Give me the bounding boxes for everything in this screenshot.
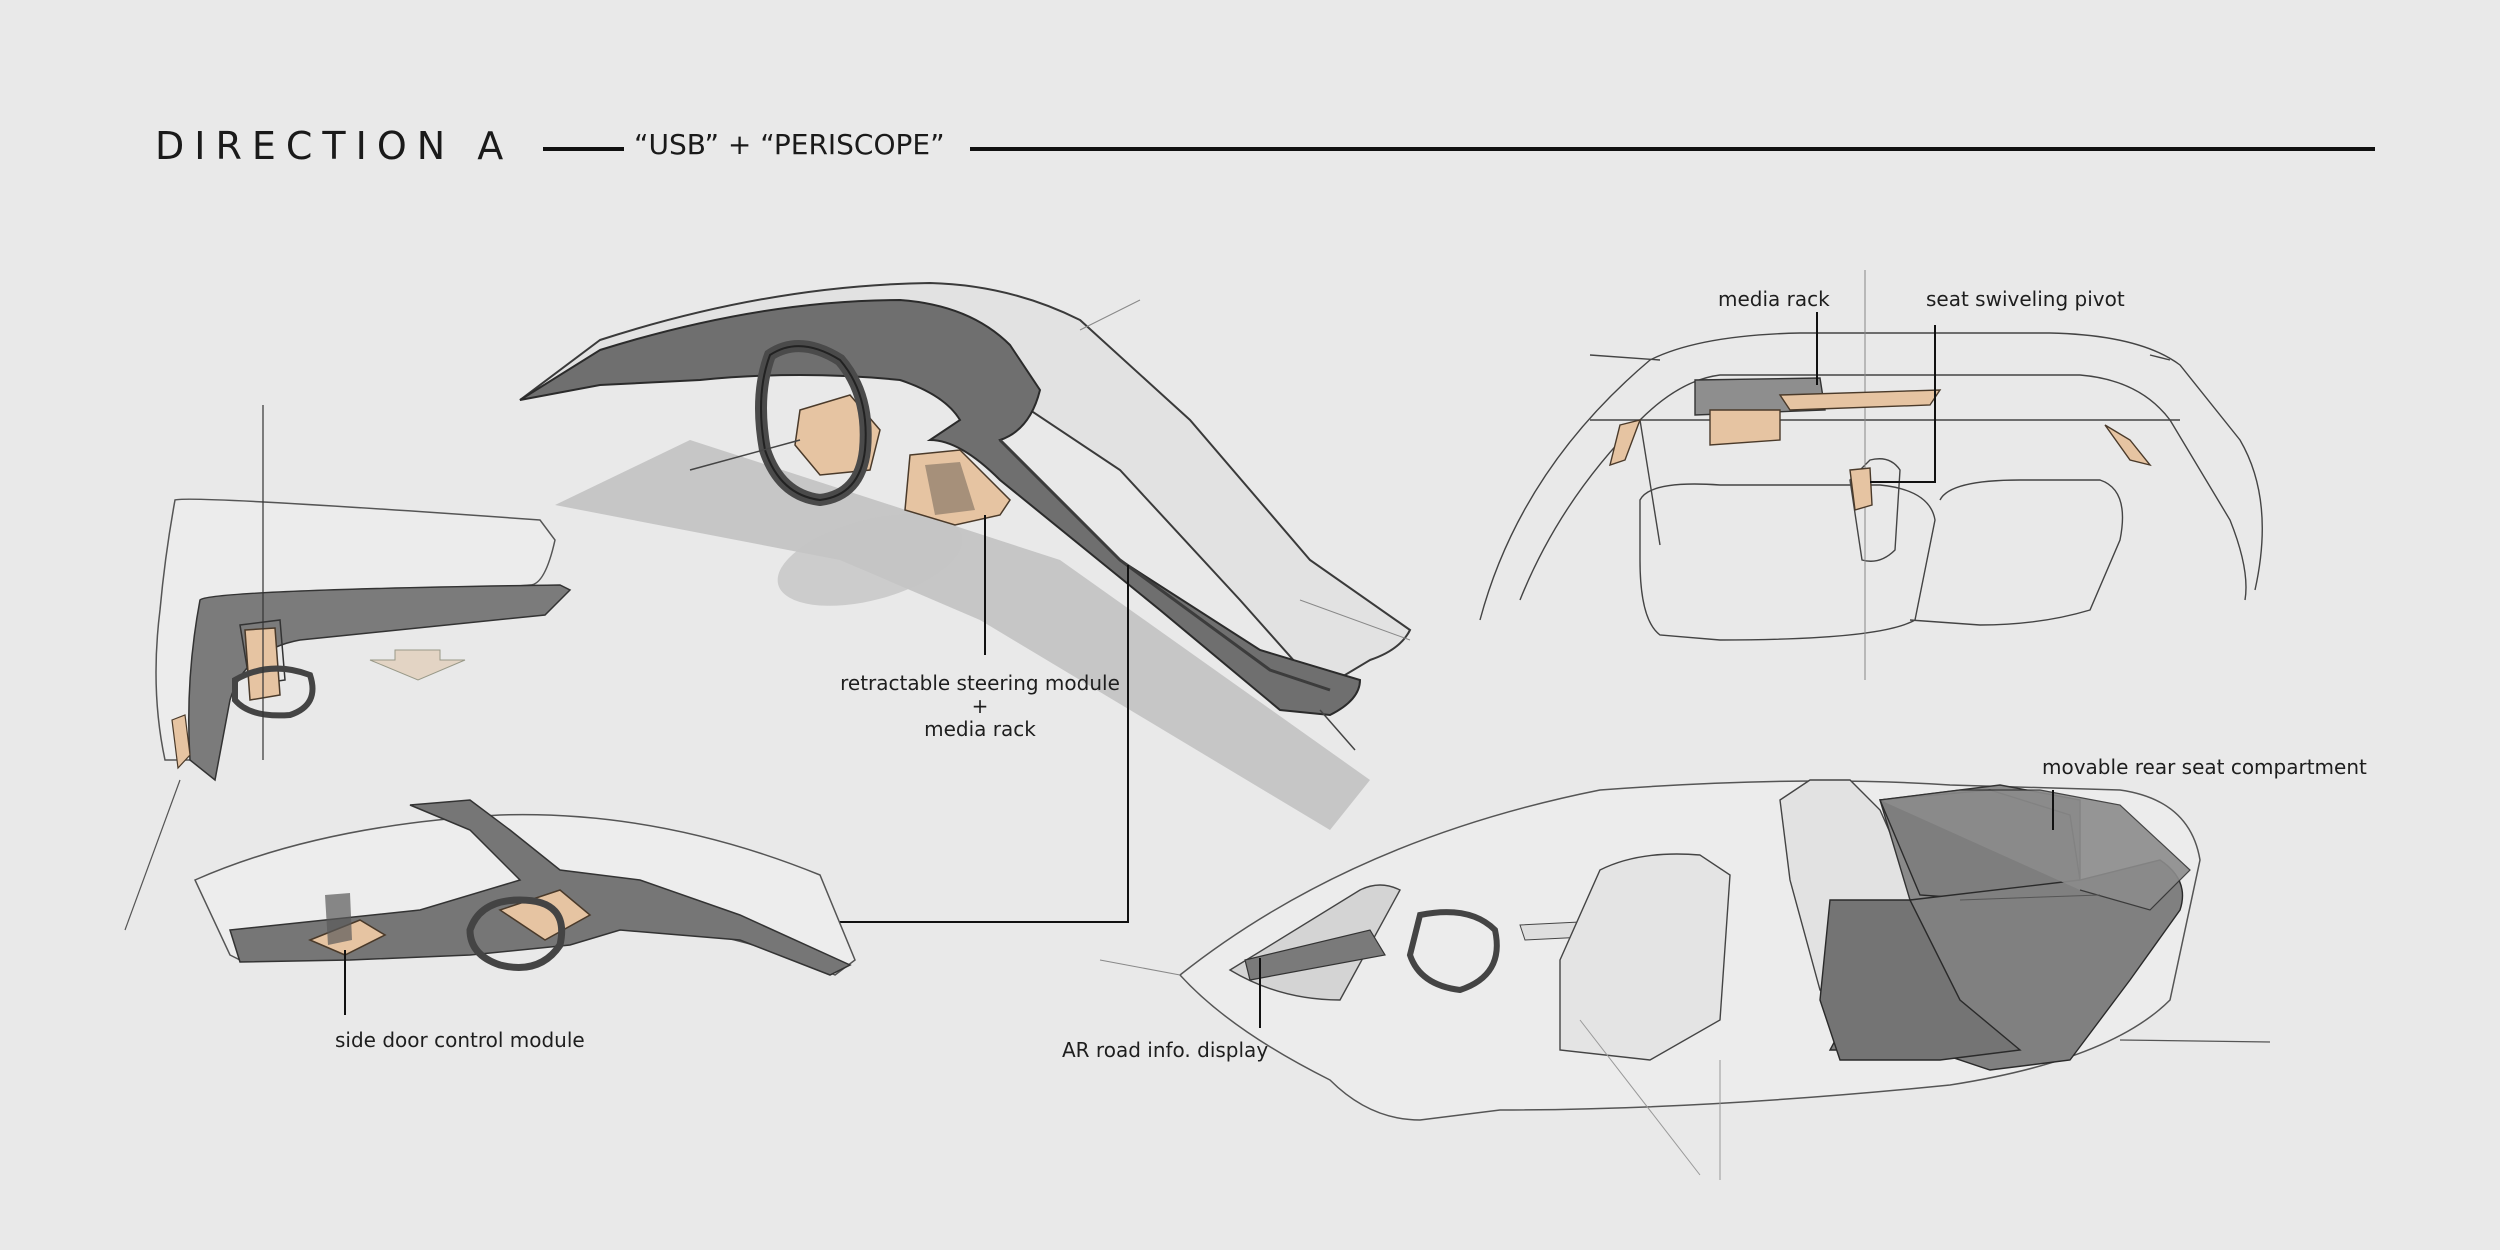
perspective-interior-sketch	[1099, 779, 2271, 1180]
callout-steering-line2: media rack	[924, 717, 1036, 741]
callout-movable-rear-seat: movable rear seat compartment	[2042, 755, 2367, 779]
callout-steering-module: retractable steering module + media rack	[830, 672, 1130, 741]
top-view-interior-sketch	[1479, 270, 2263, 680]
dashboard-sketch	[193, 799, 856, 1015]
callout-seat-swiveling-pivot: seat swiveling pivot	[1926, 287, 2125, 311]
callout-media-rack-top: media rack	[1718, 287, 1830, 311]
page-subtitle: “USB” + “PERISCOPE”	[634, 128, 945, 161]
page-title: DIRECTION A	[155, 124, 514, 168]
callout-side-door-control: side door control module	[335, 1028, 585, 1052]
steering-module-sketch	[519, 281, 1412, 923]
callout-ar-road-display: AR road info. display	[1062, 1038, 1269, 1062]
callout-steering-line1: retractable steering module	[840, 671, 1120, 695]
side-view-sketch	[124, 405, 572, 931]
callout-steering-plus: +	[971, 694, 989, 718]
